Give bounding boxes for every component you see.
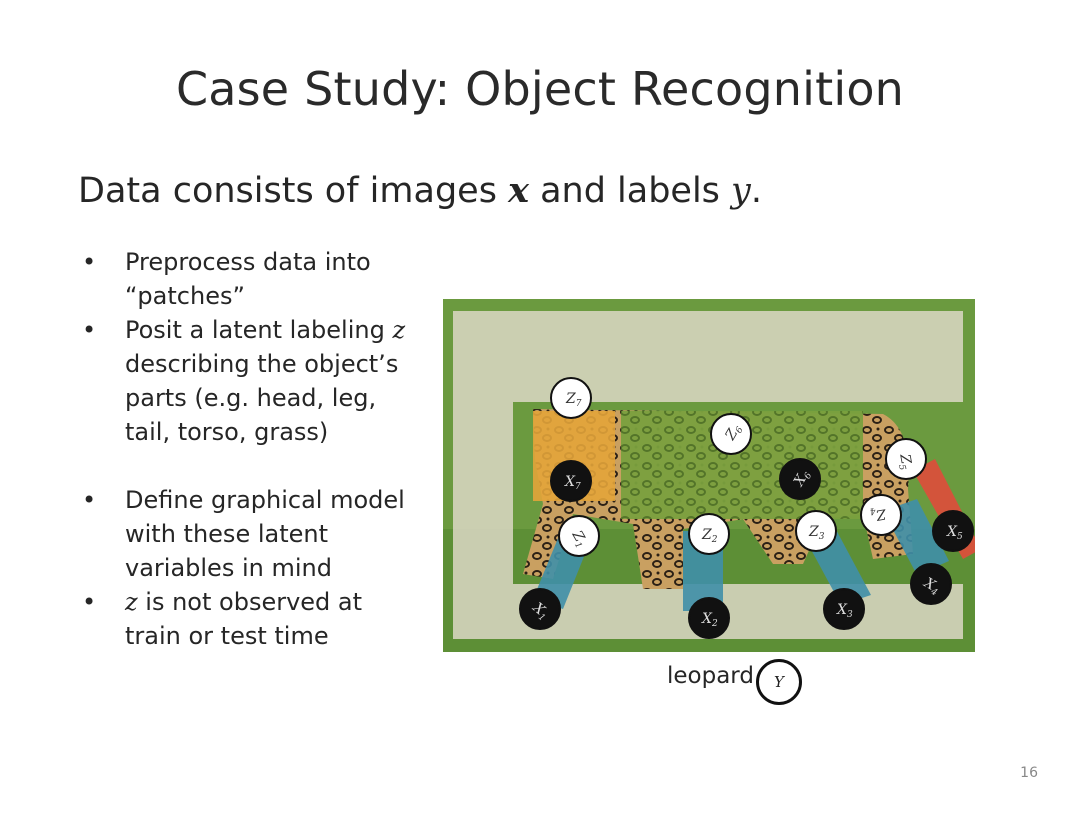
page-number: 16 <box>1020 765 1038 781</box>
subtitle-prefix: Data consists of images <box>78 171 508 211</box>
leopard-figure: Z7 Z6 Z5 Z4 Z3 Z2 Z1 X7 <box>443 299 975 652</box>
bullet-text: Preprocess data into “patches” <box>125 248 371 310</box>
bullet-text: is not observed at train or test time <box>125 588 362 650</box>
node-z1: Z1 <box>559 516 599 556</box>
node-z2: Z2 <box>689 514 729 554</box>
bullet-var-z: z <box>125 588 138 616</box>
leopard-graphical-model: Z7 Z6 Z5 Z4 Z3 Z2 Z1 X7 <box>443 299 975 652</box>
bullet-text: Define graphical model with these latent… <box>125 486 405 582</box>
bullet-text: Posit a latent labeling <box>125 316 392 344</box>
slide-title: Case Study: Object Recognition <box>0 62 1080 116</box>
slide-subtitle: Data consists of images x and labels y. <box>78 170 762 211</box>
subtitle-var-x: x <box>508 170 529 211</box>
node-x5: X5 <box>933 511 973 551</box>
node-x2: X2 <box>689 598 729 638</box>
node-z5: Z5 <box>886 439 926 479</box>
node-z4: Z4 <box>861 495 901 535</box>
node-z3: Z3 <box>796 511 836 551</box>
bullet-var-z: z <box>392 316 405 344</box>
subtitle-end: . <box>751 171 762 211</box>
bullet-text: describing the object’s parts (e.g. head… <box>125 350 398 446</box>
bullet-dot: • <box>82 313 96 347</box>
subtitle-mid: and labels <box>529 171 731 211</box>
node-z7: Z7 <box>551 378 591 418</box>
bullet-item: • Preprocess data into “patches” <box>82 245 422 313</box>
bullet-item: • Define graphical model with these late… <box>82 483 422 585</box>
bullet-item: • Posit a latent labeling z describing t… <box>82 313 422 449</box>
bullet-list: • Preprocess data into “patches” • Posit… <box>82 245 422 653</box>
bullet-dot: • <box>82 585 96 619</box>
node-x3: X3 <box>824 589 864 629</box>
node-x4: X4 <box>911 564 951 604</box>
bullet-dot: • <box>82 483 96 517</box>
node-x1: X1 <box>520 589 560 629</box>
subtitle-var-y: y <box>731 171 751 211</box>
node-x6: X6 <box>780 459 820 499</box>
node-y: Y <box>756 659 802 705</box>
class-label: leopard <box>667 663 754 689</box>
bullet-item: • z is not observed at train or test tim… <box>82 585 422 653</box>
node-z6: Z6 <box>711 414 751 454</box>
node-x7: X7 <box>551 461 591 501</box>
bullet-dot: • <box>82 245 96 279</box>
